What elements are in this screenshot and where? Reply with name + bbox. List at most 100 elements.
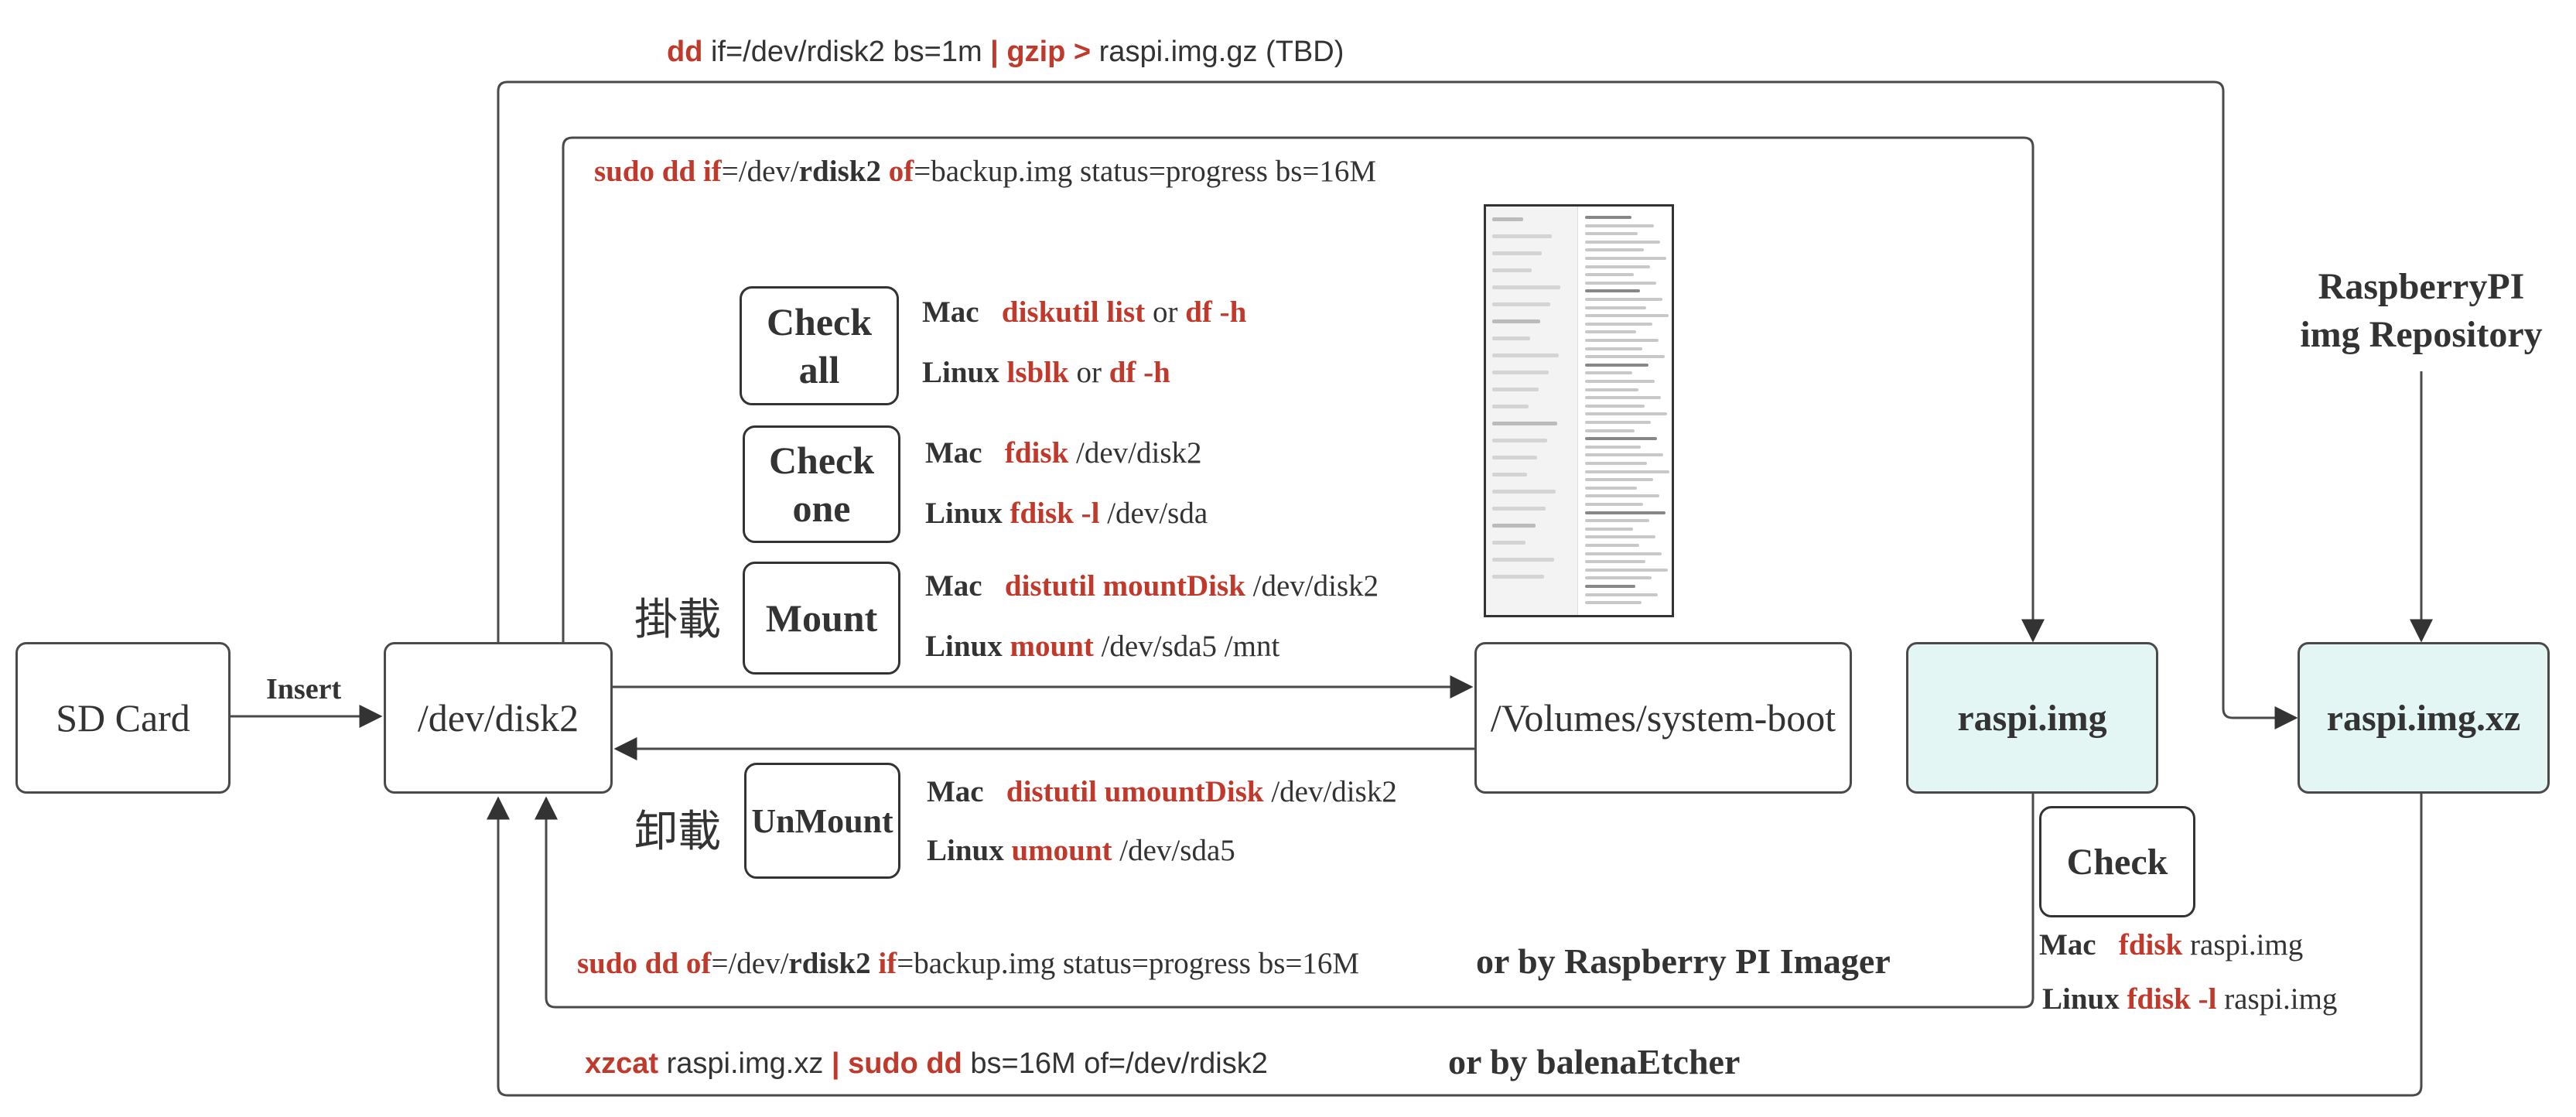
finder-file-row — [1585, 412, 1667, 416]
check-img-step: Check — [2039, 806, 2195, 917]
cmd-keyword: dd — [667, 36, 703, 68]
finder-sidebar-row — [1492, 456, 1537, 459]
check-all-mac-command: Mac diskutil list or df -h — [922, 295, 1247, 329]
repository-label: RaspberryPI img Repository — [2300, 266, 2543, 355]
finder-sidebar-row — [1492, 234, 1552, 238]
finder-file-row — [1585, 552, 1662, 555]
finder-file-row — [1585, 306, 1646, 309]
finder-sidebar-row — [1492, 371, 1549, 374]
restore-loop-line — [535, 794, 2034, 1009]
finder-sidebar-row — [1492, 405, 1529, 408]
finder-file-row — [1585, 388, 1638, 391]
finder-file-row — [1585, 478, 1653, 482]
finder-sidebar-row — [1492, 507, 1546, 511]
alt-imager-note: or by Raspberry PI Imager — [1476, 941, 1891, 981]
raspi-img-xz-node: raspi.img.xz — [2298, 642, 2550, 794]
finder-sidebar-row — [1492, 558, 1554, 562]
finder-file-row — [1585, 601, 1642, 605]
finder-file-row — [1585, 486, 1637, 490]
finder-file-row — [1585, 593, 1658, 596]
volumes-node: /Volumes/system-boot — [1474, 642, 1852, 794]
finder-file-row — [1585, 371, 1632, 375]
finder-file-row — [1585, 445, 1641, 449]
finder-file-row — [1585, 404, 1645, 408]
finder-sidebar-row — [1492, 302, 1550, 306]
unmount-mac-command: Mac distutil umountDisk /dev/disk2 — [927, 775, 1397, 808]
finder-file-row — [1585, 396, 1661, 400]
mount-mac-command: Mac distutil mountDisk /dev/disk2 — [925, 569, 1379, 603]
mount-step: Mount — [743, 562, 900, 675]
finder-window-thumbnail — [1484, 204, 1674, 617]
alt-etcher-note: or by balenaEtcher — [1448, 1042, 1741, 1081]
finder-sidebar-row — [1492, 336, 1530, 340]
finder-sidebar-row — [1492, 541, 1525, 545]
check-img-linux-command: Linux fdisk -l raspi.img — [2042, 982, 2338, 1016]
finder-sidebar-row — [1492, 354, 1559, 357]
unmount-linux-command: Linux umount /dev/sda5 — [927, 834, 1235, 867]
finder-file-row — [1585, 248, 1644, 252]
sd-card-node: SD Card — [15, 642, 231, 794]
check-img-mac-command: Mac fdisk raspi.img — [2039, 928, 2304, 962]
mount-linux-command: Linux mount /dev/sda5 /mnt — [925, 630, 1280, 663]
gzip-loop-line — [497, 80, 2298, 729]
dev-disk2-node: /dev/disk2 — [384, 642, 613, 794]
finder-file-row — [1585, 494, 1659, 498]
check-one-step: Check one — [743, 425, 900, 543]
check-one-mac-command: Mac fdisk /dev/disk2 — [925, 436, 1202, 470]
finder-file-row — [1585, 462, 1647, 465]
gzip-command: dd if=/dev/rdisk2 bs=1m | gzip > raspi.i… — [667, 36, 1344, 68]
finder-sidebar-row — [1492, 268, 1532, 272]
finder-file-row — [1585, 339, 1659, 342]
finder-sidebar-row — [1492, 319, 1540, 323]
finder-file-row — [1585, 273, 1634, 277]
finder-file-row — [1585, 560, 1645, 564]
finder-file-row — [1585, 421, 1651, 424]
unmount-chinese-label: 卸載 — [634, 807, 721, 857]
finder-file-row — [1585, 568, 1668, 572]
finder-sidebar-row — [1492, 217, 1523, 221]
finder-sidebar-row — [1492, 473, 1527, 477]
restore-command: sudo dd of=/dev/rdisk2 if=backup.img sta… — [577, 947, 1360, 980]
finder-file-row — [1585, 380, 1655, 383]
check-all-step: Check all — [740, 286, 899, 405]
unmount-step: UnMount — [744, 763, 900, 879]
finder-file-row — [1585, 437, 1657, 441]
finder-file-row — [1585, 257, 1666, 260]
finder-file-row — [1585, 224, 1654, 227]
finder-file-row — [1585, 544, 1639, 547]
finder-file-row — [1585, 470, 1669, 473]
finder-file-row — [1585, 265, 1650, 268]
finder-file-row — [1585, 281, 1656, 285]
finder-file-row — [1585, 453, 1663, 457]
finder-sidebar-row — [1492, 388, 1539, 391]
check-all-linux-command: Linux lsblk or df -h — [922, 356, 1170, 389]
finder-file-row — [1585, 535, 1655, 539]
finder-sidebar — [1486, 207, 1578, 615]
raspi-img-node: raspi.img — [1906, 642, 2158, 794]
finder-file-row — [1585, 585, 1635, 588]
finder-file-row — [1585, 363, 1648, 367]
xzcat-command: xzcat raspi.img.xz | sudo dd bs=16M of=/… — [585, 1047, 1268, 1080]
finder-file-row — [1585, 429, 1635, 432]
finder-file-row — [1585, 298, 1662, 301]
finder-sidebar-row — [1492, 285, 1560, 289]
finder-sidebar-row — [1492, 524, 1536, 528]
mount-chinese-label: 掛載 — [634, 595, 721, 645]
backup-loop-line — [562, 136, 2045, 643]
finder-sidebar-row — [1492, 422, 1557, 425]
finder-file-row — [1585, 347, 1642, 350]
check-one-linux-command: Linux fdisk -l /dev/sda — [925, 497, 1208, 530]
finder-sidebar-row — [1492, 490, 1556, 494]
finder-file-row — [1585, 519, 1649, 523]
finder-file-row — [1585, 216, 1631, 219]
finder-file-row — [1585, 240, 1660, 244]
finder-file-row — [1585, 232, 1638, 236]
finder-file-row — [1585, 322, 1652, 326]
xzcat-loop-line — [487, 794, 2423, 1097]
finder-file-row — [1585, 576, 1652, 580]
finder-file-row — [1585, 289, 1640, 293]
insert-label: Insert — [266, 673, 342, 705]
backup-command: sudo dd if=/dev/rdisk2 of=backup.img sta… — [594, 155, 1377, 188]
finder-file-row — [1585, 527, 1633, 531]
